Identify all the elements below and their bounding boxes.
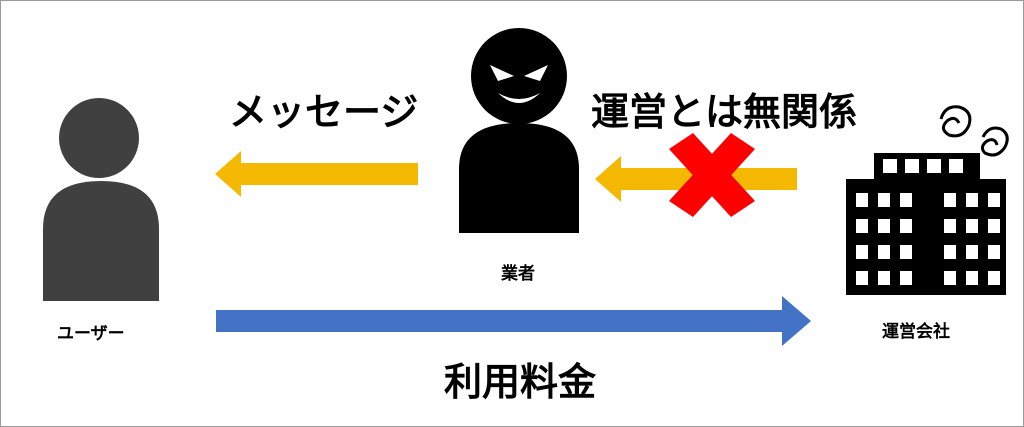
building-window [988,193,1000,207]
building-window [988,271,1000,285]
building-window [944,245,956,259]
building-window [900,271,912,285]
building-window [878,271,890,285]
building-window [966,193,978,207]
building-window [944,271,956,285]
building-window [988,245,1000,259]
red-x-cross-icon [669,133,755,217]
building-window [856,219,868,233]
building-window [900,219,912,233]
user-label: ユーザー [57,324,125,344]
unrelated-label: 運営とは無関係 [591,90,858,134]
building-window [966,245,978,259]
building-window [900,245,912,259]
building-window [966,271,978,285]
building-window [878,245,890,259]
office-building-icon [846,153,1006,295]
building-window [878,219,890,233]
building-window [883,159,897,173]
building-window [905,159,919,173]
building-window [949,159,963,173]
building-window [856,193,868,207]
vendor-label: 業者 [501,264,535,284]
fee-label: 利用料金 [444,360,597,404]
fee-arrow [216,296,811,346]
building-window [856,245,868,259]
user-icon [43,98,159,301]
building-window [944,219,956,233]
message-label: メッセージ [229,90,419,134]
building-window [966,219,978,233]
company-label: 運営会社 [882,322,950,342]
building-window [900,193,912,207]
building-window [856,271,868,285]
building-window [944,193,956,207]
message-arrow [215,151,418,197]
building-window [988,219,1000,233]
building-window [878,193,890,207]
sinister-person-icon [459,28,579,233]
building-window [927,159,941,173]
swirl-confusion-icon [939,105,1009,157]
